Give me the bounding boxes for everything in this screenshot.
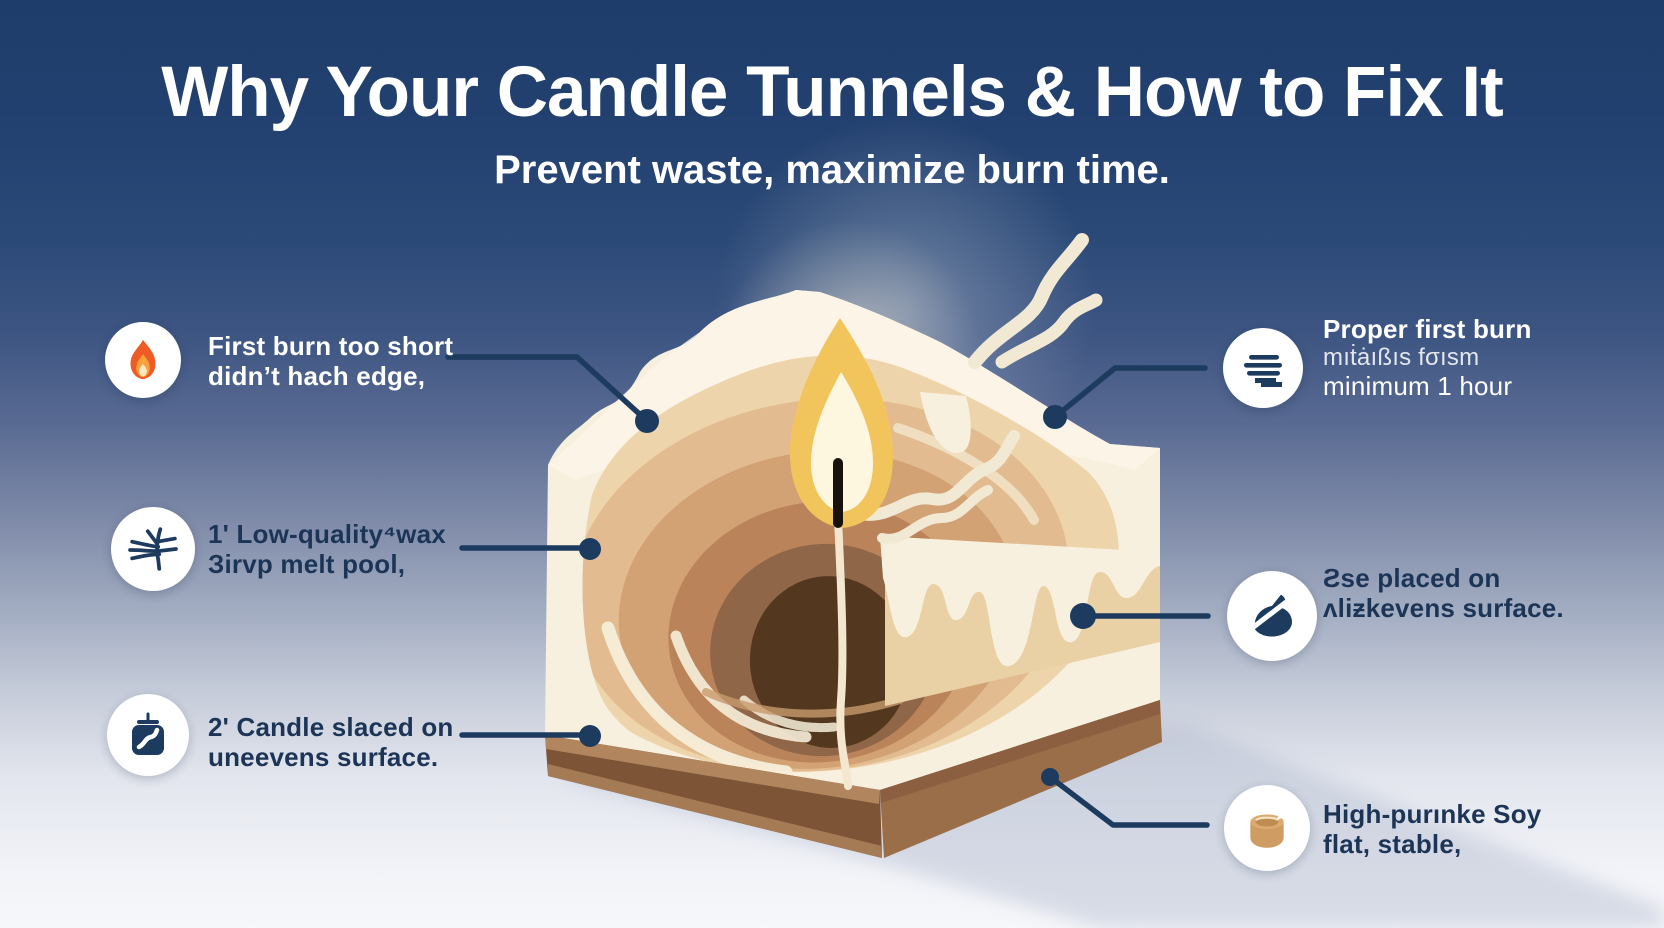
- flame-icon: [105, 322, 181, 398]
- callout-line: 2ʹ Candle slaced on: [208, 712, 454, 742]
- callout-line: flat, stable,: [1323, 829, 1462, 859]
- callout-line: High-purınke Soy: [1323, 799, 1542, 829]
- candle-base-right-top: [880, 700, 1160, 803]
- callout-first-burn: First burn too short didn’t hach edge,: [208, 331, 453, 391]
- wax-scribble-icon: [111, 507, 195, 591]
- callout-placed-on-surface: Ƨse placed on ʌliƶkevens surface.: [1323, 563, 1564, 623]
- connector-proper-burn: [1052, 365, 1208, 420]
- callout-line: didn’t hach edge,: [208, 361, 426, 391]
- callout-line: Ƨse placed on: [1323, 563, 1501, 593]
- crater-drip: [920, 392, 971, 454]
- callout-line: uneevens surface.: [208, 742, 439, 772]
- wax-drips: [880, 536, 1160, 667]
- callout-uneven-surface: 2ʹ Candle slaced on uneevens surface.: [208, 712, 454, 772]
- connector-first-burn: [445, 354, 650, 424]
- callout-line: mıṫȧıßıs fσısm: [1323, 344, 1480, 371]
- candle-base-right: [880, 700, 1162, 858]
- callout-line: ʌliƶkevens surface.: [1323, 593, 1564, 623]
- soy-tin-icon: [1224, 785, 1310, 871]
- connector-dots: [579, 405, 1096, 786]
- callout-line: First burn too short: [208, 331, 454, 361]
- callout-line: Proper first burn: [1323, 314, 1532, 344]
- page-subtitle: Prevent waste, maximize burn time.: [494, 148, 1170, 192]
- burn-layers-icon: [1223, 328, 1303, 408]
- candle-base-left-top: [545, 735, 880, 804]
- wick: [833, 458, 843, 528]
- page-title: Why Your Candle Tunnels & How to Fix It: [161, 53, 1504, 132]
- wick-thread: [834, 516, 852, 790]
- candle-flame: [789, 318, 893, 528]
- callout-line: Зirvp melt pool,: [208, 549, 406, 579]
- candle-jar-icon: [107, 694, 189, 776]
- callout-proper-first-burn: Proper first burn mıṫȧıßıs fσısm minimum…: [1323, 314, 1532, 401]
- connector-soy: [1047, 774, 1210, 828]
- callout-soy-wax: High-purınke Soy flat, stable,: [1323, 799, 1541, 859]
- callout-line: minimum 1 hour: [1323, 371, 1513, 401]
- connectors: [445, 354, 1211, 828]
- candle-base-left-bottom: [548, 764, 882, 858]
- smoke-wisps: [854, 233, 1103, 544]
- callout-low-quality-wax: 1ʹ Low-quality⁴wax Зirvp melt pool,: [208, 519, 446, 579]
- placement-icon: [1227, 571, 1317, 661]
- callout-line: 1ʹ Low-quality⁴wax: [208, 519, 446, 549]
